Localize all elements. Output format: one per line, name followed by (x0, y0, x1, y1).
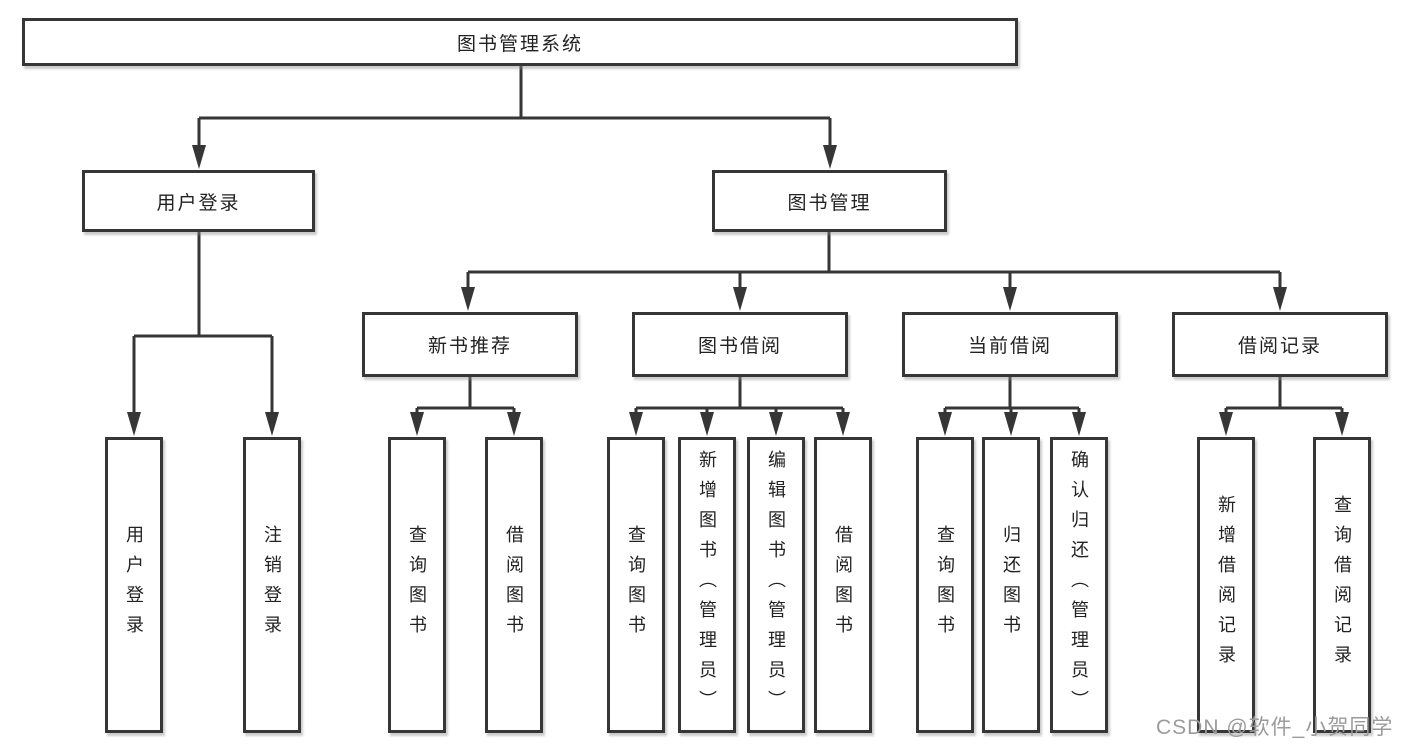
node-borrowing-records: 借阅记录 (1172, 312, 1388, 377)
leaf-query-borrow-record: 查询借阅记录 (1313, 437, 1371, 733)
node-new-book-recommend-label: 新书推荐 (427, 336, 512, 357)
node-book-borrowing-label: 图书借阅 (697, 336, 782, 357)
node-book-management: 图书管理 (712, 170, 947, 232)
node-new-book-recommend: 新书推荐 (362, 312, 578, 377)
leaf-user-login-label: 用户登录 (124, 525, 144, 645)
leaf-edit-books-admin: 编辑图书（管理员） (747, 437, 805, 733)
node-user-login: 用户登录 (82, 170, 315, 232)
node-current-borrowing: 当前借阅 (902, 312, 1118, 377)
node-user-login-label: 用户登录 (156, 192, 241, 214)
leaf-borrow-books: 借阅图书 (814, 437, 872, 733)
leaf-query-books-borrowing: 查询图书 (607, 437, 665, 733)
leaf-confirm-return-admin: 确认归还（管理员） (1050, 437, 1108, 733)
leaf-add-books-admin-label: 新增图书（管理员） (697, 450, 717, 720)
arrowhead-icons (127, 145, 1349, 436)
leaf-logout: 注销登录 (243, 437, 301, 733)
leaf-query-books-current: 查询图书 (916, 437, 974, 733)
leaf-add-borrow-record: 新增借阅记录 (1197, 437, 1255, 733)
leaf-query-books-borrowing-label: 查询图书 (626, 525, 646, 645)
leaf-confirm-return-admin-label: 确认归还（管理员） (1069, 450, 1089, 720)
leaf-borrow-books-recommend-label: 借阅图书 (504, 525, 524, 645)
leaf-add-borrow-record-label: 新增借阅记录 (1216, 495, 1236, 675)
leaf-add-books-admin: 新增图书（管理员） (678, 437, 736, 733)
leaf-query-books-current-label: 查询图书 (935, 525, 955, 645)
node-current-borrowing-label: 当前借阅 (967, 336, 1052, 357)
node-root-label: 图书管理系统 (456, 33, 583, 55)
node-borrowing-records-label: 借阅记录 (1237, 336, 1322, 357)
leaf-query-books-recommend: 查询图书 (388, 437, 446, 733)
node-root: 图书管理系统 (22, 18, 1018, 66)
node-book-management-label: 图书管理 (787, 192, 872, 214)
leaf-edit-books-admin-label: 编辑图书（管理员） (766, 450, 786, 720)
watermark: CSDN @软件_小贺同学 (1156, 716, 1394, 739)
leaf-borrow-books-recommend: 借阅图书 (485, 437, 543, 733)
leaf-borrow-books-label: 借阅图书 (833, 525, 853, 645)
leaf-logout-label: 注销登录 (262, 525, 282, 645)
leaf-query-books-recommend-label: 查询图书 (407, 525, 427, 645)
leaf-query-borrow-record-label: 查询借阅记录 (1332, 495, 1352, 675)
leaf-return-books: 归还图书 (982, 437, 1040, 733)
leaf-user-login: 用户登录 (105, 437, 163, 733)
leaf-return-books-label: 归还图书 (1001, 525, 1021, 645)
node-book-borrowing: 图书借阅 (632, 312, 848, 377)
